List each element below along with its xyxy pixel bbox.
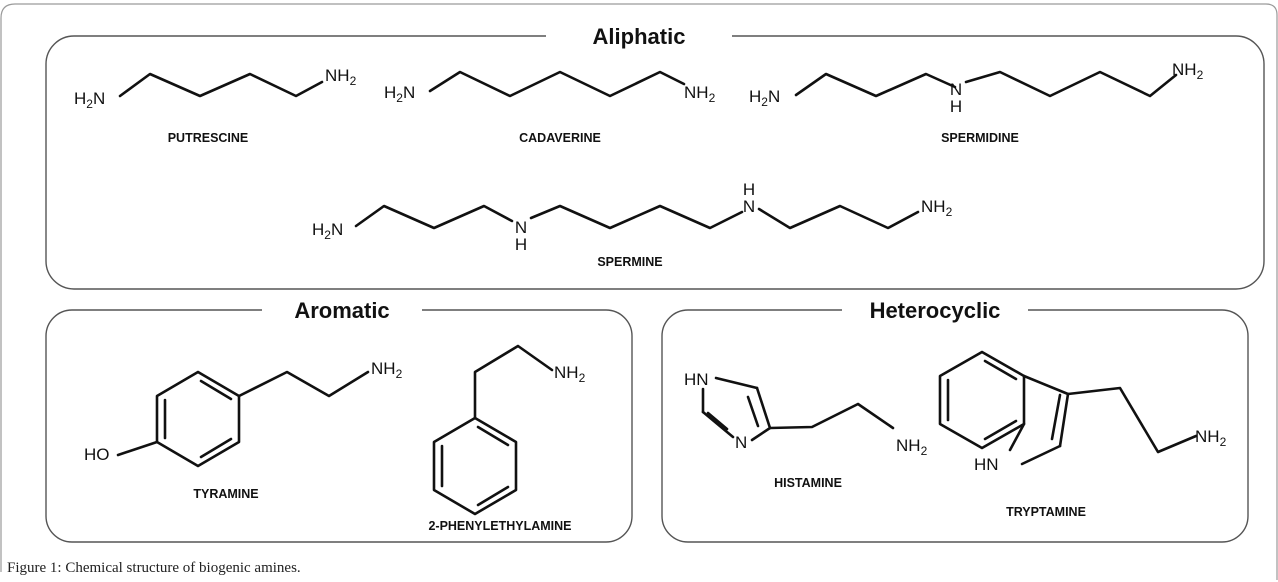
aromatic-title-bg [262, 296, 422, 324]
aliphatic-title-bg [546, 22, 732, 50]
svg-text:NH2: NH2 [1195, 427, 1227, 449]
figure-frame [0, 3, 1278, 580]
svg-text:HN: HN [974, 455, 999, 474]
svg-text:H2N: H2N [74, 89, 105, 111]
putrescine-structure: H2N NH2 PUTRESCINE [74, 66, 357, 145]
aromatic-box [45, 309, 633, 543]
histamine-label: HISTAMINE [774, 476, 842, 490]
spermidine-label: SPERMIDINE [941, 131, 1019, 145]
svg-text:H2N: H2N [312, 220, 343, 242]
svg-text:NH2: NH2 [1172, 60, 1204, 82]
svg-text:NH2: NH2 [896, 436, 928, 458]
putrescine-label: PUTRESCINE [168, 131, 249, 145]
svg-text:N: N [743, 197, 755, 216]
svg-text:NH2: NH2 [684, 83, 716, 105]
heterocyclic-title: Heterocyclic [870, 298, 1001, 323]
svg-text:NH2: NH2 [554, 363, 586, 385]
cadaverine-structure: H2N NH2 CADAVERINE [384, 70, 716, 145]
tyramine-structure: NH2 HO TYRAMINE [84, 359, 403, 501]
phenylethylamine-structure: NH2 2-PHENYLETHYLAMINE [428, 344, 586, 533]
spermine-structure: H2N N H N H NH2 SPERMINE [312, 180, 953, 269]
spermidine-structure: H2N N H NH2 SPERMIDINE [749, 60, 1204, 145]
phenylethylamine-label: 2-PHENYLETHYLAMINE [428, 519, 571, 533]
svg-text:H: H [515, 235, 527, 254]
aliphatic-title: Aliphatic [593, 24, 686, 49]
svg-text:HO: HO [84, 445, 110, 464]
svg-text:H: H [743, 180, 755, 199]
tryptamine-label: TRYPTAMINE [1006, 505, 1086, 519]
cadaverine-label: CADAVERINE [519, 131, 601, 145]
svg-text:N: N [950, 80, 962, 99]
svg-text:H2N: H2N [749, 87, 780, 109]
heterocyclic-box [661, 309, 1249, 543]
tyramine-label: TYRAMINE [193, 487, 258, 501]
svg-text:N: N [515, 218, 527, 237]
tryptamine-structure: HN NH2 TRYPTAMINE [938, 350, 1227, 519]
aromatic-title: Aromatic [294, 298, 389, 323]
svg-text:NH2: NH2 [921, 197, 953, 219]
svg-text:HN: HN [684, 370, 709, 389]
figure-caption: Figure 1: Chemical structure of biogenic… [7, 560, 301, 576]
svg-text:N: N [735, 433, 747, 452]
svg-text:NH2: NH2 [325, 66, 357, 88]
spermine-label: SPERMINE [597, 255, 662, 269]
histamine-structure: HN N NH2 HISTAMINE [684, 370, 928, 490]
svg-text:NH2: NH2 [371, 359, 403, 381]
heterocyclic-title-bg [842, 296, 1028, 324]
svg-text:H: H [950, 97, 962, 116]
svg-text:H2N: H2N [384, 83, 415, 105]
